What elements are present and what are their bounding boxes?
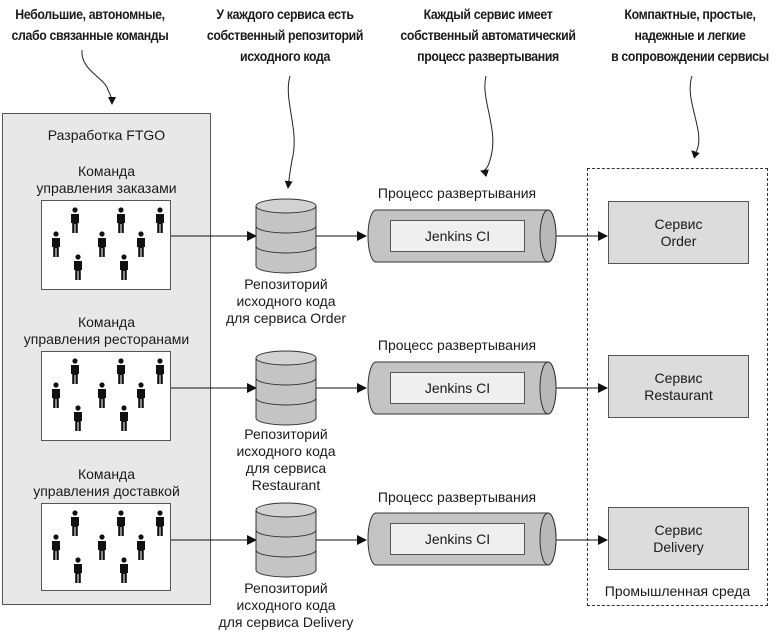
repo-label-line: для сервиса bbox=[245, 460, 327, 476]
repo-cylinder-band bbox=[255, 397, 317, 406]
callout-teams: Небольшие, автономные, слабо связанные к… bbox=[11, 4, 169, 46]
repo-label-line: Репозиторий bbox=[244, 426, 328, 442]
production-environment-label: Промышленная среда bbox=[604, 583, 751, 599]
person-icon bbox=[71, 358, 79, 384]
callout-services: Компактные, простые, надежные и легкие в… bbox=[606, 4, 773, 67]
service-label-line: Сервис bbox=[654, 369, 703, 386]
service-order: Сервис Order bbox=[608, 201, 749, 264]
team-label-line: Команда bbox=[77, 163, 136, 179]
jenkins-ci-restaurant: Jenkins CI bbox=[390, 372, 525, 404]
repo-label-line: исходного кода bbox=[236, 597, 336, 613]
service-label-line: Restaurant bbox=[644, 386, 713, 403]
callout-pipelines-connector bbox=[480, 75, 494, 177]
team-delivery-label: Команда управления доставкой bbox=[2, 466, 211, 500]
callout-pipelines: Каждый сервис имеет собственный автомати… bbox=[400, 4, 576, 67]
callout-repos: У каждого сервиса есть собственный репоз… bbox=[201, 4, 368, 67]
callout-teams-line: Небольшие, автономные, bbox=[15, 6, 165, 22]
callout-services-line: надежные и легкие bbox=[634, 27, 746, 43]
team-label-line: управления заказами bbox=[36, 180, 177, 196]
person-icon bbox=[71, 510, 79, 536]
team-restaurant-label: Команда управления ресторанами bbox=[2, 314, 211, 348]
repo-cylinder-band bbox=[255, 549, 317, 558]
jenkins-ci-delivery: Jenkins CI bbox=[390, 523, 525, 555]
repo-label-line: Репозиторий bbox=[244, 580, 328, 596]
repo-cylinder-top bbox=[255, 198, 317, 214]
team-label-line: управления доставкой bbox=[33, 483, 180, 499]
callout-teams-line: слабо связанные команды bbox=[11, 27, 169, 43]
repo-label-line: для сервиса Order bbox=[225, 310, 347, 326]
person-icon bbox=[74, 557, 82, 583]
repo-label-line: Репозиторий bbox=[244, 276, 328, 292]
person-icon bbox=[156, 207, 164, 233]
repo-cylinder-top bbox=[255, 350, 317, 366]
callout-services-line: Компактные, простые, bbox=[624, 6, 756, 22]
person-icon bbox=[117, 358, 125, 384]
repo-label-line: для сервиса Delivery bbox=[218, 614, 354, 630]
repo-cylinder-band bbox=[255, 225, 317, 234]
team-label-line: управления ресторанами bbox=[23, 331, 190, 347]
person-icon bbox=[98, 382, 106, 408]
team-label-line: Команда bbox=[77, 466, 136, 482]
person-icon bbox=[52, 534, 60, 560]
repo-cylinder-delivery bbox=[255, 509, 317, 578]
callout-services-line: в сопровождении сервисы bbox=[611, 48, 769, 64]
pipeline-delivery-title: Процесс развертывания bbox=[377, 489, 537, 505]
callout-repos-line: У каждого сервиса есть bbox=[216, 6, 354, 22]
callout-services-connector bbox=[689, 75, 700, 159]
repo-restaurant-label: Репозиторий исходного кода для сервиса R… bbox=[206, 426, 366, 494]
service-delivery: Сервис Delivery bbox=[608, 507, 749, 570]
callout-pipelines-line: собственный автоматический bbox=[400, 27, 576, 43]
repo-cylinder-top bbox=[255, 502, 317, 518]
pipeline-tube-end bbox=[539, 361, 557, 415]
person-icon bbox=[117, 510, 125, 536]
pipeline-restaurant-title: Процесс развертывания bbox=[377, 337, 537, 353]
callout-teams-connector bbox=[81, 49, 116, 105]
callout-repos-connector bbox=[284, 75, 295, 189]
callout-pipelines-line: Каждый сервис имеет bbox=[423, 6, 553, 22]
repo-delivery-label: Репозиторий исходного кода для сервиса D… bbox=[200, 580, 372, 631]
callout-repos-line: собственный репозиторий bbox=[206, 27, 364, 43]
repo-label-line: исходного кода bbox=[236, 293, 336, 309]
service-label-line: Delivery bbox=[653, 538, 704, 555]
person-icon bbox=[52, 231, 60, 257]
production-environment-box bbox=[587, 168, 768, 606]
team-label-line: Команда bbox=[77, 314, 136, 330]
person-icon bbox=[71, 207, 79, 233]
person-icon bbox=[74, 254, 82, 280]
person-icon bbox=[156, 358, 164, 384]
service-restaurant: Сервис Restaurant bbox=[608, 355, 749, 418]
pipeline-order-title: Процесс развертывания bbox=[377, 185, 537, 201]
repo-cylinder-band bbox=[255, 529, 317, 538]
person-icon bbox=[120, 254, 128, 280]
repo-order-label: Репозиторий исходного кода для сервиса O… bbox=[206, 276, 366, 327]
repo-label-line: Restaurant bbox=[251, 477, 321, 493]
person-icon bbox=[52, 382, 60, 408]
person-icon bbox=[98, 534, 106, 560]
person-icon bbox=[156, 510, 164, 536]
repo-cylinder-order bbox=[255, 205, 317, 274]
callout-repos-line: исходного кода bbox=[239, 48, 330, 64]
repo-cylinder-restaurant bbox=[255, 357, 317, 426]
repo-cylinder-band bbox=[255, 377, 317, 386]
person-icon bbox=[120, 405, 128, 431]
person-icon bbox=[120, 557, 128, 583]
repo-label-line: исходного кода bbox=[236, 443, 336, 459]
pipeline-tube-end bbox=[539, 209, 557, 263]
callout-pipelines-line: процесс развертывания bbox=[417, 48, 559, 64]
team-order-label: Команда управления заказами bbox=[2, 163, 211, 197]
person-icon bbox=[98, 231, 106, 257]
service-label-line: Order bbox=[660, 232, 697, 249]
person-icon bbox=[117, 207, 125, 233]
repo-cylinder-band bbox=[255, 245, 317, 254]
person-icon bbox=[137, 382, 145, 408]
person-icon bbox=[137, 231, 145, 257]
dev-organization-title: Разработка FTGO bbox=[47, 127, 166, 143]
jenkins-ci-order: Jenkins CI bbox=[390, 220, 525, 252]
person-icon bbox=[137, 534, 145, 560]
service-label-line: Сервис bbox=[654, 521, 703, 538]
service-label-line: Сервис bbox=[654, 215, 703, 232]
person-icon bbox=[74, 405, 82, 431]
pipeline-tube-end bbox=[539, 512, 557, 566]
